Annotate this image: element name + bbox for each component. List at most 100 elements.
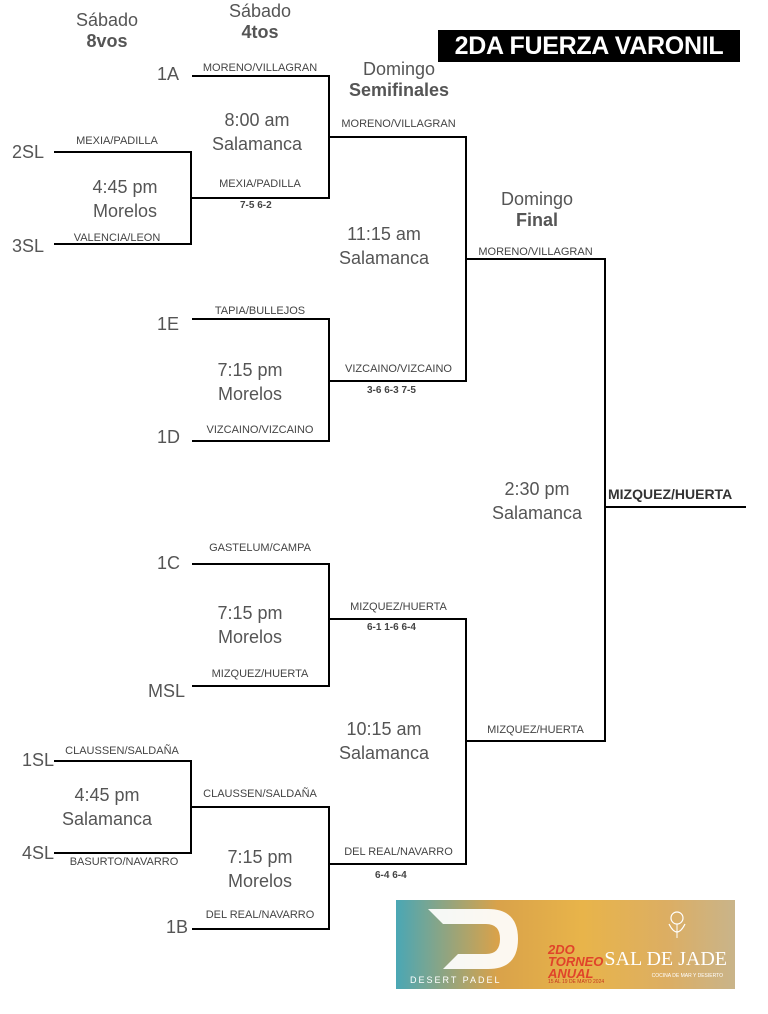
bracket-line xyxy=(330,380,467,382)
seed-1A: 1A xyxy=(157,64,180,84)
seed-2SL: 2SL xyxy=(12,142,45,162)
bracket-line xyxy=(192,563,330,565)
header-final-day: Domingo xyxy=(500,189,574,209)
bracket-line xyxy=(465,618,467,865)
match-time: 2:30 pm xyxy=(504,479,570,499)
match-venue: Morelos xyxy=(217,384,283,404)
team-sf2-top: MIZQUEZ/HUERTA xyxy=(350,601,447,613)
header-cuartos: Sábado 4tos xyxy=(215,1,305,43)
bracket-line xyxy=(328,75,330,199)
bracket-line xyxy=(54,151,192,153)
match-r8-1: 4:45 pm Morelos xyxy=(60,175,190,223)
seed-MSL: MSL xyxy=(148,681,186,701)
team-final-top: MORENO/VILLAGRAN xyxy=(478,246,593,258)
seed-3SL: 3SL xyxy=(12,236,45,256)
team-r8-2-bot: BASURTO/NAVARRO xyxy=(69,856,179,868)
match-time: 11:15 am xyxy=(347,224,421,244)
bracket-line xyxy=(467,740,606,742)
bracket-line xyxy=(330,618,467,620)
match-venue: Morelos xyxy=(217,627,283,647)
match-venue: Salamanca xyxy=(211,134,303,154)
team-qf2-top: TAPIA/BULLEJOS xyxy=(214,305,306,317)
sponsor-banner: DESERT PADEL 2DO TORNEO ANUAL 15 AL 19 D… xyxy=(396,900,735,989)
match-venue: Salamanca xyxy=(338,248,430,268)
champion-name: MIZQUEZ/HUERTA xyxy=(608,486,733,502)
team-qf3-bot: MIZQUEZ/HUERTA xyxy=(211,668,309,680)
bracket-line xyxy=(54,760,192,762)
bracket-line xyxy=(192,440,330,442)
score-qf3: 6-1 1-6 6-4 xyxy=(367,622,416,633)
header-semis-round: Semifinales xyxy=(348,80,450,100)
bracket-line xyxy=(465,136,467,382)
bracket-line xyxy=(328,318,330,442)
match-time: 4:45 pm xyxy=(74,785,140,805)
bracket-line xyxy=(192,806,330,808)
match-time: 7:15 pm xyxy=(217,603,283,623)
score-qf4: 6-4 6-4 xyxy=(375,870,407,881)
bracket-line xyxy=(54,852,192,854)
team-qf1-top: MORENO/VILLAGRAN xyxy=(202,62,318,74)
seed-1D: 1D xyxy=(157,427,181,447)
match-qf4: 7:15 pm Morelos xyxy=(195,845,325,893)
seed-1B: 1B xyxy=(166,917,189,937)
header-octavos: Sábado 8vos xyxy=(62,10,152,52)
header-final-round: Final xyxy=(515,210,558,230)
match-time: 4:45 pm xyxy=(92,177,158,197)
bracket-line xyxy=(604,258,606,742)
team-sf1-top: MORENO/VILLAGRAN xyxy=(341,118,456,130)
match-time: 7:15 pm xyxy=(217,360,283,380)
header-semis: Domingo Semifinales xyxy=(335,59,463,101)
bracket-line xyxy=(192,928,330,930)
header-semis-day: Domingo xyxy=(362,59,436,79)
match-venue: Salamanca xyxy=(61,809,153,829)
match-final: 2:30 pm Salamanca xyxy=(472,477,602,525)
team-r8-2-top: CLAUSSEN/SALDAÑA xyxy=(65,745,179,757)
bracket-line xyxy=(467,258,606,260)
team-qf3-top: GASTELUM/CAMPA xyxy=(209,542,311,554)
event-dates: 15 AL 19 DE MAYO 2024 xyxy=(548,979,605,985)
header-cuartos-day: Sábado xyxy=(228,1,292,21)
header-cuartos-round: 4tos xyxy=(241,22,279,42)
seed-4SL: 4SL xyxy=(22,843,55,863)
desert-padel-logo-icon xyxy=(428,909,518,969)
match-qf3: 7:15 pm Morelos xyxy=(185,601,315,649)
bracket-line xyxy=(192,685,330,687)
bracket-line xyxy=(330,863,467,865)
team-qf2-bot: VIZCAINO/VIZCAINO xyxy=(206,424,314,436)
sal-de-jade-emblem-icon xyxy=(668,911,686,938)
team-qf4-bot: DEL REAL/NAVARRO xyxy=(205,909,315,921)
team-sf2-bot: DEL REAL/NAVARRO xyxy=(344,846,453,858)
team-final-bot: MIZQUEZ/HUERTA xyxy=(487,724,584,736)
bracket-line xyxy=(330,136,467,138)
team-sf1-bot: VIZCAINO/VIZCAINO xyxy=(345,363,452,375)
sponsor-name: SAL DE JADE xyxy=(604,948,727,970)
bracket-line xyxy=(606,506,746,508)
match-sf1: 11:15 am Salamanca xyxy=(319,222,449,270)
match-qf1: 8:00 am Salamanca xyxy=(192,108,322,156)
bracket-line xyxy=(190,760,192,854)
match-sf2: 10:15 am Salamanca xyxy=(319,717,449,765)
event-name: 2DO TORNEO ANUAL xyxy=(548,942,604,981)
match-time: 10:15 am xyxy=(346,719,422,739)
score-qf2: 3-6 6-3 7-5 xyxy=(367,385,416,396)
match-venue: Morelos xyxy=(92,201,158,221)
match-venue: Salamanca xyxy=(338,743,430,763)
match-r8-2: 4:45 pm Salamanca xyxy=(42,783,172,831)
brand-name: DESERT PADEL xyxy=(410,975,502,985)
header-final: Domingo Final xyxy=(486,189,588,231)
bracket-line xyxy=(54,243,192,245)
match-time: 7:15 pm xyxy=(227,847,293,867)
match-qf2: 7:15 pm Morelos xyxy=(185,358,315,406)
team-qf4-top: CLAUSSEN/SALDAÑA xyxy=(203,788,317,800)
match-venue: Morelos xyxy=(227,871,293,891)
sponsor-tagline: COCINA DE MAR Y DESIERTO xyxy=(651,973,723,979)
bracket-title: 2DA FUERZA VARONIL xyxy=(438,30,740,62)
bracket-line xyxy=(328,563,330,687)
match-time: 8:00 am xyxy=(224,110,290,130)
score-qf1: 7-5 6-2 xyxy=(240,200,272,211)
seed-1C: 1C xyxy=(157,553,181,573)
seed-1E: 1E xyxy=(157,314,180,334)
bracket-line xyxy=(328,806,330,930)
match-venue: Salamanca xyxy=(491,503,583,523)
team-qf1-bot: MEXIA/PADILLA xyxy=(219,178,301,190)
